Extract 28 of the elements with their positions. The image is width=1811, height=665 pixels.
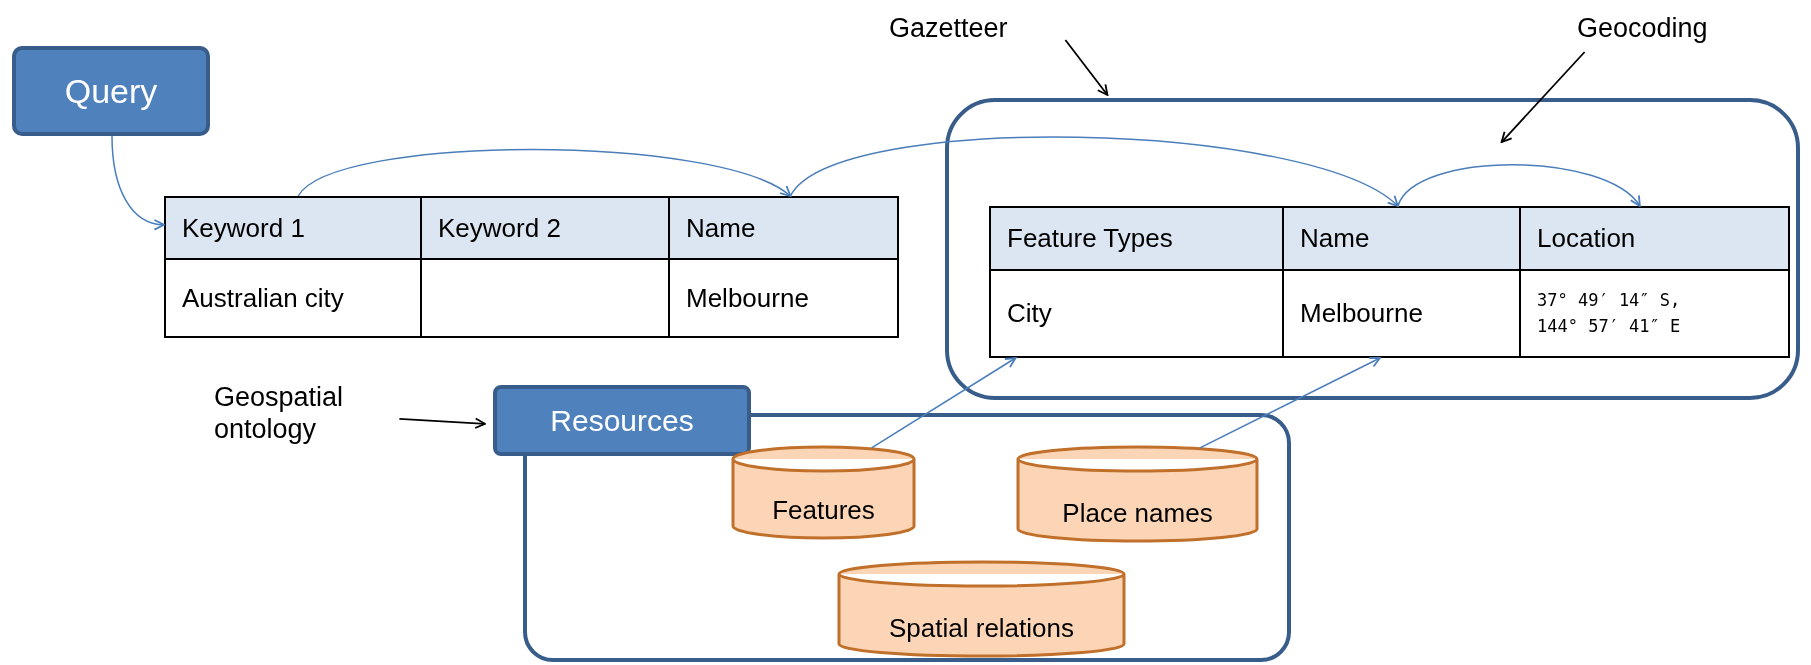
table-header-cell: Name xyxy=(1282,206,1521,271)
table-header-cell: Feature Types xyxy=(989,206,1284,271)
table-cell: Melbourne xyxy=(668,258,899,338)
arrow xyxy=(789,136,1399,207)
table-cell: Australian city xyxy=(164,258,422,338)
cylinder-label: Features xyxy=(771,495,876,526)
table-header-cell: Name xyxy=(668,196,899,260)
query-box: Query xyxy=(12,46,210,136)
arrow xyxy=(297,148,792,197)
callout-label: Gazetteer xyxy=(889,12,1069,52)
arrow xyxy=(870,357,1017,449)
table-header-cell: Keyword 1 xyxy=(164,196,422,260)
panel-tab: Resources xyxy=(493,385,751,456)
callout-label: Geospatial ontology xyxy=(214,381,394,471)
arrow xyxy=(111,135,165,230)
table-cell: City xyxy=(989,269,1284,358)
arrow xyxy=(1199,357,1381,449)
table-header-cell: Location xyxy=(1519,206,1790,271)
table-header-cell: Keyword 2 xyxy=(420,196,670,260)
cylinder-label: Spatial relations xyxy=(888,613,1075,644)
leader-arrow xyxy=(1064,39,1109,96)
callout-label: Geocoding xyxy=(1577,12,1767,52)
leader-arrow xyxy=(1500,51,1586,143)
table-cell: 37° 49′ 14″ S, 144° 57′ 41″ E xyxy=(1519,269,1790,358)
arrow xyxy=(1397,164,1641,207)
rounded-container xyxy=(945,98,1800,400)
cylinder-label: Place names xyxy=(1061,498,1214,529)
leader-arrow xyxy=(398,417,486,429)
